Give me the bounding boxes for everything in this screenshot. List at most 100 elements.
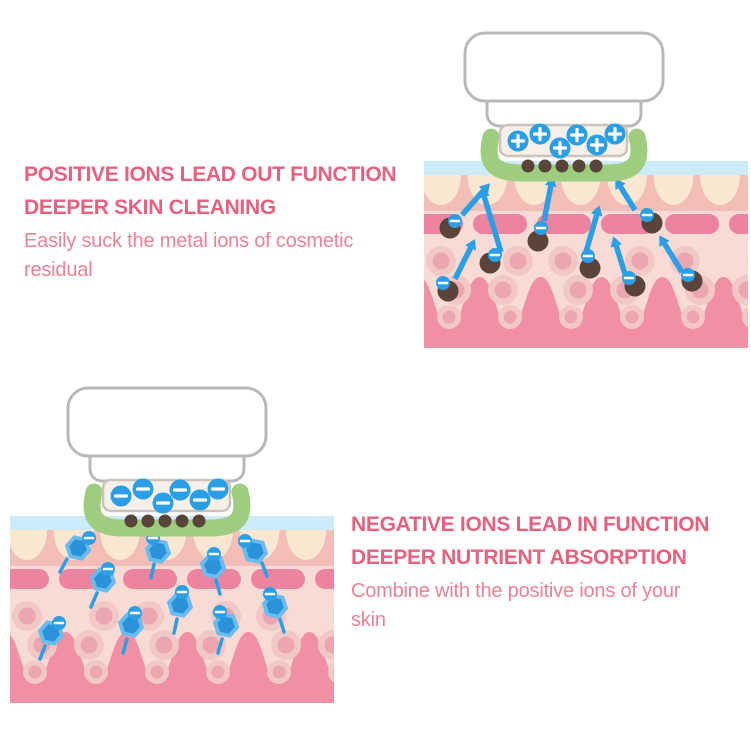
nutrient-hexagon-core xyxy=(122,616,140,634)
residue-blob xyxy=(579,257,601,279)
skin-cell-core xyxy=(564,310,578,324)
lead-out-arrowhead xyxy=(610,236,623,248)
skin-cell-core xyxy=(89,665,103,679)
electrode-dot xyxy=(141,514,155,528)
basal-pill xyxy=(10,569,49,589)
electrode-dot xyxy=(538,159,552,173)
nutrient-trail xyxy=(214,578,222,596)
dermis-layer xyxy=(424,277,748,348)
lead-in-description-line2: skin xyxy=(351,609,386,631)
skin-cell-core xyxy=(211,665,225,679)
lead-out-arrow xyxy=(617,184,638,212)
skin-cell-core xyxy=(503,310,517,324)
green-contact-cup xyxy=(83,483,251,537)
lead-in-description: Combine with the positive ions of your s… xyxy=(351,577,751,635)
electrode-dot xyxy=(192,514,206,528)
skin-cell xyxy=(333,610,334,622)
nutrient-hexagon-core xyxy=(266,597,284,615)
skin-cell-core xyxy=(432,252,450,270)
skin-cell-core xyxy=(272,665,286,679)
basal-pill xyxy=(729,214,748,234)
basal-pill xyxy=(251,569,305,589)
lead-out-description-line2: residual xyxy=(24,259,93,281)
lead-out-figure xyxy=(424,31,748,348)
basal-pill xyxy=(665,214,719,234)
lead-out-arrow xyxy=(481,195,504,253)
lead-out-arrowhead xyxy=(590,205,603,217)
lead-out-arrowhead xyxy=(478,183,490,195)
electrode-dot xyxy=(158,514,172,528)
skin-cell-core xyxy=(80,636,98,654)
skin-cell-core xyxy=(324,636,334,654)
lead-out-description: Easily suck the metal ions of cosmetic r… xyxy=(24,227,424,285)
skin-cell-core xyxy=(569,281,587,299)
basal-pill xyxy=(315,569,334,589)
skin-cell-core xyxy=(277,636,295,654)
skin-cell-core xyxy=(631,252,649,270)
nutrient-trail xyxy=(149,562,156,580)
skin-cell-core xyxy=(494,281,512,299)
electrode-dot xyxy=(175,514,189,528)
nutrient-trail xyxy=(121,637,129,655)
skin-cell-core xyxy=(625,310,639,324)
skin-cell-core xyxy=(333,669,334,675)
lead-out-arrowhead xyxy=(544,176,557,188)
ion-device xyxy=(463,31,665,182)
skin-cell-core xyxy=(738,281,748,299)
lead-out-arrowhead xyxy=(615,178,626,191)
skin-cell-core xyxy=(554,252,572,270)
lead-in-description-line1: Combine with the positive ions of your xyxy=(351,580,681,602)
skin-cell-core xyxy=(442,310,456,324)
lead-out-arrowhead xyxy=(465,238,476,251)
electrode-dot xyxy=(124,514,138,528)
skin-cell-core xyxy=(747,314,748,320)
nutrient-hexagon-core xyxy=(204,557,222,575)
skin-cell-core xyxy=(150,665,164,679)
skin-cell-core xyxy=(95,607,113,625)
lead-out-arrow xyxy=(583,213,600,253)
lead-out-arrowhead xyxy=(659,235,670,248)
ion-device xyxy=(66,386,268,537)
lead-out-arrow xyxy=(661,241,685,274)
device-body xyxy=(66,386,268,458)
nutrient-hexagon-core xyxy=(217,616,235,634)
basal-pill xyxy=(187,569,241,589)
nutrient-trail xyxy=(260,561,269,578)
skin-cell-core xyxy=(509,252,527,270)
nutrient-hexagon-core xyxy=(149,542,167,560)
lead-in-text-block: NEGATIVE IONS LEAD IN FUNCTION DEEPER NU… xyxy=(351,508,751,635)
skin-cell-core xyxy=(155,636,173,654)
lead-out-arrow xyxy=(613,244,628,275)
electrode-dot xyxy=(589,159,603,173)
skin-cell-core xyxy=(140,607,158,625)
lead-out-arrowhead xyxy=(478,187,491,199)
skin-cell-core xyxy=(28,665,42,679)
nutrient-hexagon-particles xyxy=(37,531,289,661)
nutrient-hexagon-core xyxy=(171,596,189,614)
dermis-layer xyxy=(10,632,334,703)
nutrient-trail xyxy=(89,591,99,609)
lead-out-text-block: POSITIVE IONS LEAD OUT FUNCTION DEEPER S… xyxy=(24,158,424,285)
skin-cell-core xyxy=(18,607,36,625)
skin-cell xyxy=(742,306,748,328)
green-contact-cup xyxy=(480,128,648,182)
skin-cell-core xyxy=(686,310,700,324)
nutrient-hexagon-core xyxy=(69,539,87,557)
skin-cell xyxy=(747,255,748,267)
basal-pill xyxy=(473,214,527,234)
basal-pill xyxy=(537,214,591,234)
nutrient-hexagon-core xyxy=(246,542,264,560)
nutrient-trail xyxy=(216,637,224,655)
metal-ion-residue-particles xyxy=(436,176,703,302)
skin-cell-core xyxy=(202,636,220,654)
nutrient-trail xyxy=(172,617,179,635)
lead-in-figure xyxy=(10,386,334,703)
lead-out-description-line1: Easily suck the metal ions of cosmetic xyxy=(24,230,354,252)
lead-out-arrow xyxy=(452,245,474,281)
device-body xyxy=(463,31,665,103)
electrode-dot xyxy=(521,159,535,173)
electrode-dot xyxy=(572,159,586,173)
nutrient-trail xyxy=(278,617,286,634)
lead-in-title-line1: NEGATIVE IONS LEAD IN FUNCTION xyxy=(351,513,710,536)
